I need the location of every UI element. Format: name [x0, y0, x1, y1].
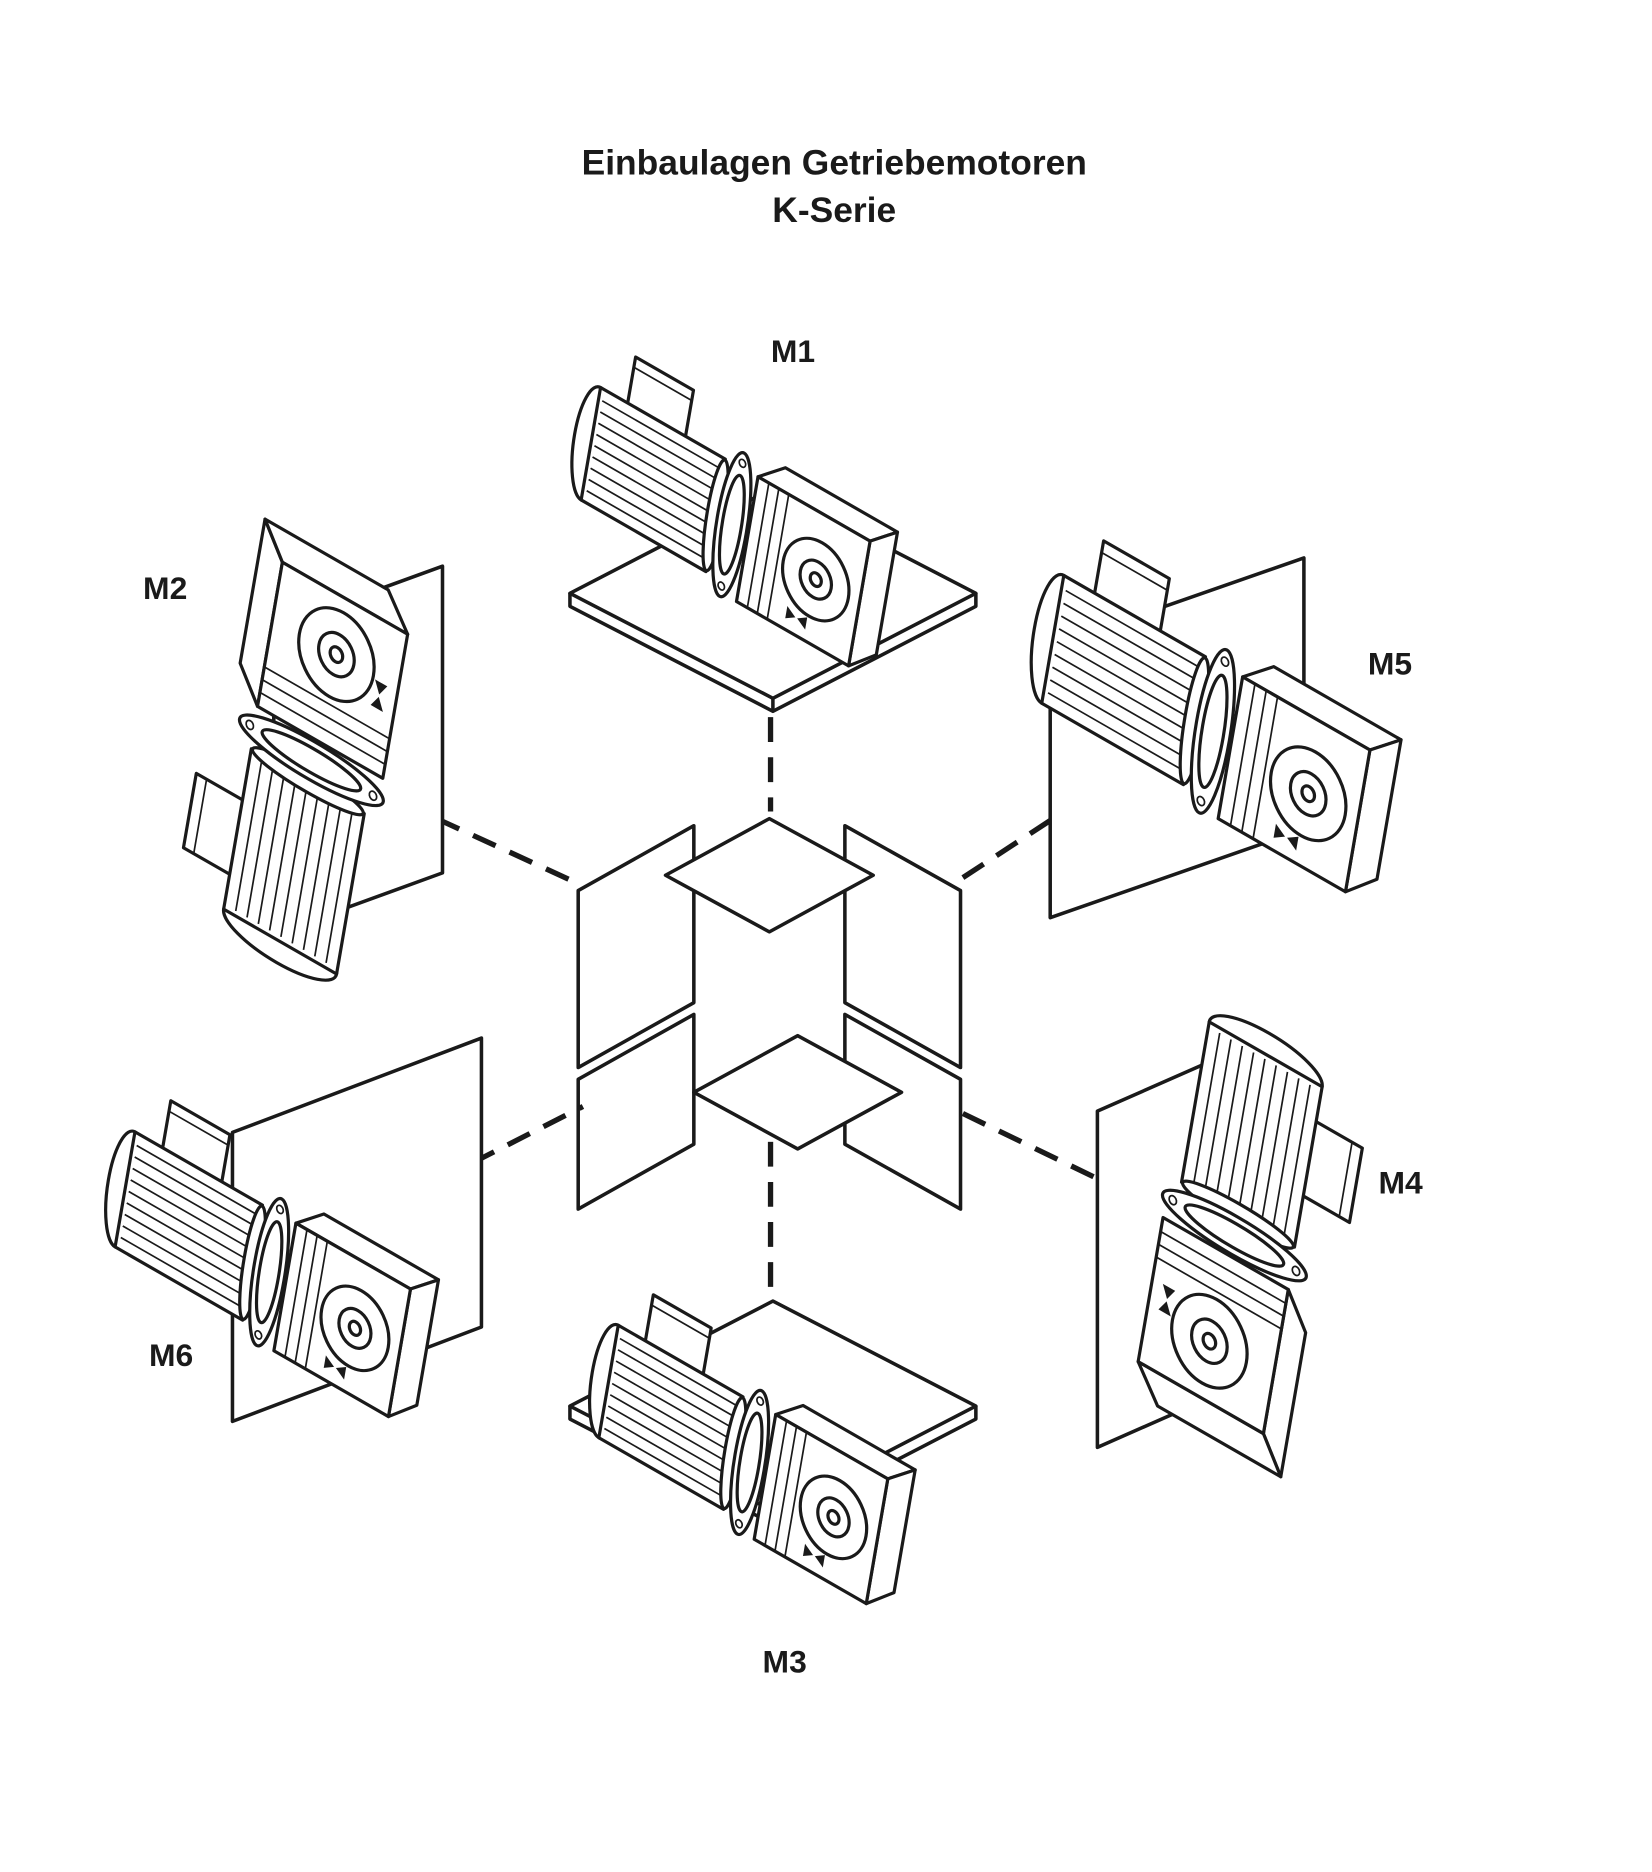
- projection-line-m6: [470, 1104, 585, 1166]
- label-m6: M6: [149, 1337, 193, 1373]
- position-m3: M3: [568, 1268, 978, 1680]
- position-m2: M2: [143, 506, 445, 1004]
- cube-face-lower-left: [576, 1012, 696, 1211]
- projection-lines: [435, 717, 1111, 1293]
- label-m4: M4: [1379, 1165, 1424, 1201]
- diagram-title-line2: K-Serie: [772, 191, 896, 230]
- gearmotor-illustration-m2: [174, 506, 417, 1004]
- position-m1: M1: [560, 330, 978, 714]
- position-m4: M4: [1095, 992, 1424, 1490]
- cube-face-bottom: [692, 1033, 904, 1151]
- cube-face-upper-left: [576, 823, 696, 1070]
- label-m2: M2: [143, 570, 187, 606]
- projection-line-m4: [961, 1111, 1111, 1187]
- position-m5: M5: [1020, 513, 1412, 920]
- projection-line-m2: [435, 816, 582, 888]
- position-m6: M6: [93, 1036, 484, 1437]
- diagram-title-line1: Einbaulagen Getriebemotoren: [582, 144, 1087, 183]
- label-m5: M5: [1368, 646, 1412, 682]
- cube-face-top: [663, 816, 875, 934]
- center-cube: [576, 816, 963, 1211]
- label-m3: M3: [763, 1644, 807, 1680]
- cube-face-upper-right: [843, 823, 963, 1070]
- label-m1: M1: [771, 333, 815, 369]
